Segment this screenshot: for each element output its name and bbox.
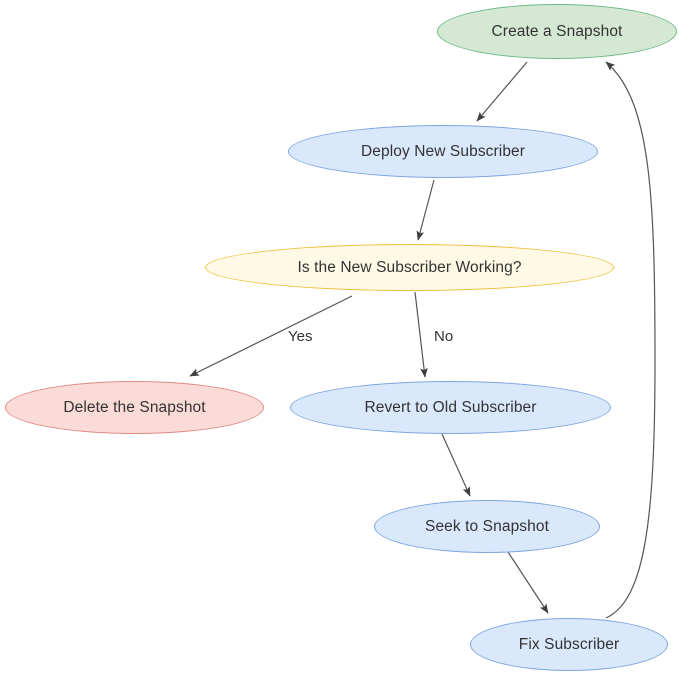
node-label-fix-subscriber: Fix Subscriber <box>518 635 620 653</box>
edge-seek-to-fix <box>507 551 549 614</box>
edge-label-no: No <box>434 328 454 345</box>
node-label-create-snapshot: Create a Snapshot <box>491 22 623 40</box>
edge-label-yes: Yes <box>288 328 313 345</box>
node-seek-to-snapshot[interactable]: Seek to Snapshot <box>374 500 600 553</box>
node-revert-to-old-subscriber[interactable]: Revert to Old Subscriber <box>290 381 611 434</box>
node-label-delete-the-snapshot: Delete the Snapshot <box>63 398 206 416</box>
node-create-snapshot[interactable]: Create a Snapshot <box>437 4 677 59</box>
edge-deploy-to-decision <box>416 179 435 241</box>
edge-create-to-deploy <box>476 61 528 122</box>
edge-fix-to-create <box>605 61 656 619</box>
edge-decision-yes <box>189 295 353 377</box>
node-label-deploy-new-subscriber: Deploy New Subscriber <box>360 142 526 160</box>
node-label-seek-to-snapshot: Seek to Snapshot <box>425 517 549 535</box>
node-fix-subscriber[interactable]: Fix Subscriber <box>470 618 668 671</box>
node-is-new-subscriber-working[interactable]: Is the New Subscriber Working? <box>205 244 614 291</box>
node-label-is-new-subscriber-working: Is the New Subscriber Working? <box>297 258 522 276</box>
edge-decision-no <box>414 291 428 378</box>
node-label-revert-to-old-subscriber: Revert to Old Subscriber <box>364 398 537 416</box>
node-deploy-new-subscriber[interactable]: Deploy New Subscriber <box>288 125 598 178</box>
node-delete-the-snapshot[interactable]: Delete the Snapshot <box>5 381 264 434</box>
edge-revert-to-seek <box>441 433 471 497</box>
